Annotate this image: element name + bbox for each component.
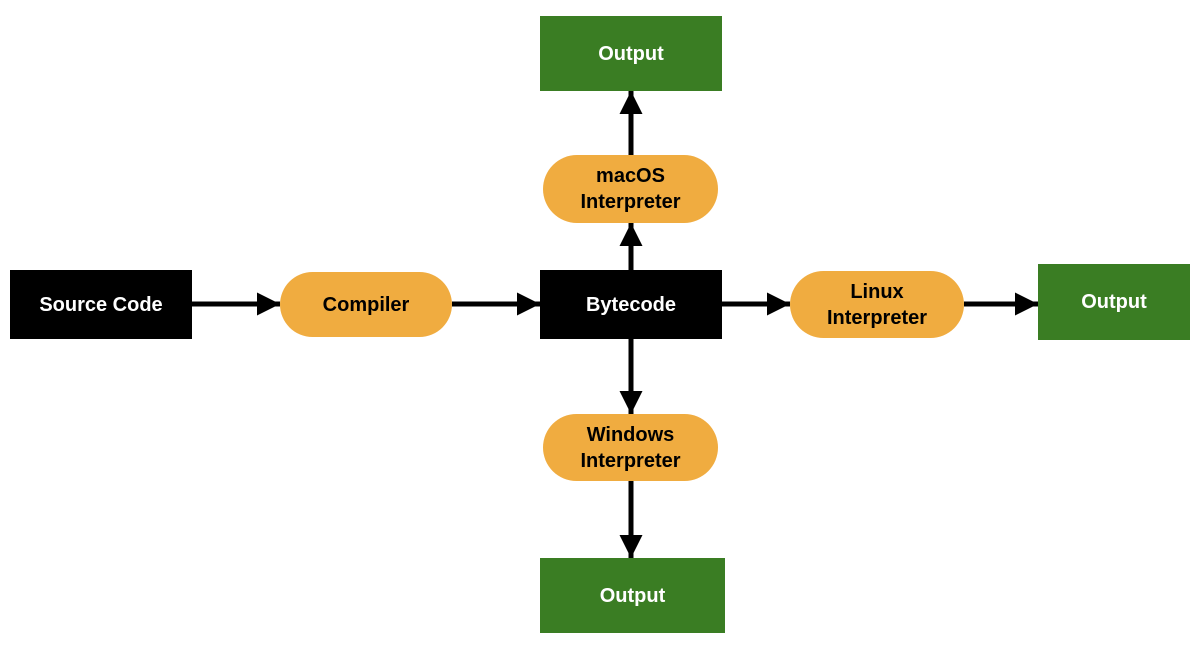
linux-interpreter-node: Linux Interpreter <box>790 271 964 338</box>
source-code-node: Source Code <box>10 270 192 339</box>
output-right-node: Output <box>1038 264 1190 340</box>
output-bottom-label: Output <box>599 584 666 607</box>
windows-interpreter-node: Windows Interpreter <box>543 414 718 481</box>
windows-interpreter-label: Windows Interpreter <box>580 423 681 472</box>
macos-interpreter-node: macOS Interpreter <box>543 155 718 223</box>
output-top-node: Output <box>540 16 722 91</box>
compiler-label: Compiler <box>322 293 410 316</box>
bytecode-node: Bytecode <box>540 270 722 339</box>
output-bottom-node: Output <box>540 558 725 633</box>
bytecode-label: Bytecode <box>585 293 677 316</box>
output-top-label: Output <box>598 42 664 65</box>
linux-interpreter-label: Linux Interpreter <box>826 280 928 329</box>
source-code-label: Source Code <box>39 293 163 316</box>
compiler-node: Compiler <box>280 272 452 337</box>
macos-interpreter-label: macOS Interpreter <box>580 165 681 213</box>
output-right-label: Output <box>1081 291 1147 313</box>
